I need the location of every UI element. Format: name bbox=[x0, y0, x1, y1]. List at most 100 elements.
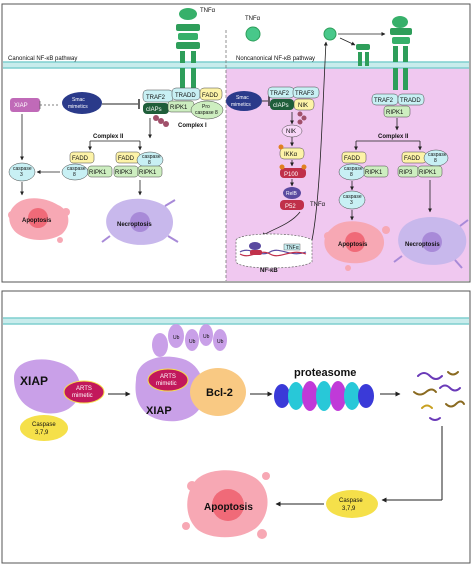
apoptosis-cell-right bbox=[324, 221, 390, 271]
svg-text:TRADD: TRADD bbox=[400, 98, 421, 104]
apoptosis-left-label: Apoptosis bbox=[22, 218, 52, 224]
svg-text:3: 3 bbox=[20, 172, 23, 178]
complex-ii-a-left: FADD caspase 8 RIPK1 bbox=[61, 151, 113, 181]
p100-right: P100 bbox=[279, 164, 307, 178]
complex-i-label: Complex I bbox=[178, 123, 207, 129]
nucleus-right: TNFα bbox=[235, 233, 313, 269]
tnfa-free-label-1: TNFα bbox=[245, 16, 261, 22]
svg-text:FADD: FADD bbox=[118, 156, 135, 162]
svg-text:TRAF2: TRAF2 bbox=[146, 95, 166, 101]
ubiquitin-chain-left bbox=[153, 115, 169, 127]
svg-text:8: 8 bbox=[434, 158, 437, 164]
xiap-blob bbox=[14, 359, 105, 414]
svg-text:P52: P52 bbox=[285, 204, 296, 210]
arts-mimetic-label-4: mimetic bbox=[156, 381, 177, 387]
caspase3-right: caspase 3 bbox=[338, 190, 366, 210]
smac-mimetics-left: Smac mimetics bbox=[62, 92, 102, 114]
canonical-title: Canonical NF-κB pathway bbox=[8, 56, 77, 62]
complex-ii-b-right: FADD caspase 8 RIP3 RIPK1 bbox=[397, 149, 449, 178]
svg-text:caspase 8: caspase 8 bbox=[195, 110, 218, 116]
caspase-label-1a: Caspase bbox=[32, 422, 56, 428]
bottom-panel: XIAP ARTS mimetic Caspase 3,7,9 Ub Ub Ub… bbox=[1, 290, 471, 564]
ub-label-2: Ub bbox=[189, 339, 196, 345]
svg-text:mimetics: mimetics bbox=[231, 102, 251, 108]
svg-text:RIPK1: RIPK1 bbox=[139, 170, 157, 176]
caspase-label-2a: Caspase bbox=[339, 498, 363, 504]
relb-right: RelB bbox=[283, 187, 301, 199]
svg-text:caspase: caspase bbox=[428, 152, 447, 158]
svg-text:Smac: Smac bbox=[72, 97, 85, 103]
ub-label-4: Ub bbox=[217, 339, 224, 345]
svg-text:mimetics: mimetics bbox=[68, 104, 88, 110]
svg-text:FADD: FADD bbox=[202, 93, 219, 99]
nik-right: NIK bbox=[281, 124, 303, 138]
nfkb-label: NF-κB bbox=[260, 268, 278, 274]
caspase-label-2b: 3,7,9 bbox=[342, 506, 356, 512]
tnfa-free-label-2: TNFα bbox=[310, 202, 326, 208]
svg-text:caspase: caspase bbox=[343, 194, 362, 200]
svg-text:RIPK3: RIPK3 bbox=[115, 170, 133, 176]
p52-right: P52 bbox=[280, 200, 304, 210]
svg-text:RIPK1: RIPK1 bbox=[419, 170, 437, 176]
apoptosis-right-label: Apoptosis bbox=[338, 242, 368, 248]
xiap-bcl2-complex bbox=[135, 324, 246, 422]
ikka-right: IKKα bbox=[278, 144, 305, 160]
svg-text:caspase: caspase bbox=[344, 166, 363, 172]
svg-text:cIAPs: cIAPs bbox=[273, 103, 289, 109]
svg-text:RIPK1: RIPK1 bbox=[170, 105, 188, 111]
bcl2-label: Bcl-2 bbox=[206, 387, 233, 399]
svg-text:caspase: caspase bbox=[13, 166, 32, 172]
top-panel: Canonical NF-κB pathway Noncanonical NF-… bbox=[1, 3, 471, 283]
svg-text:NIK: NIK bbox=[286, 129, 296, 135]
necroptosis-right-label: Necroptosis bbox=[405, 242, 440, 248]
tnfa-ligand-1 bbox=[245, 26, 261, 42]
ubiquitin-chain-right bbox=[297, 111, 307, 125]
tradd-left: TRADD bbox=[171, 87, 201, 101]
arts-mimetic-label-2: mimetic bbox=[72, 393, 93, 399]
svg-text:caspase: caspase bbox=[67, 166, 86, 172]
traf2-right: TRAF2 bbox=[267, 86, 295, 99]
ub-label-1: Ub bbox=[173, 335, 180, 341]
traf3-right: TRAF3 bbox=[292, 86, 320, 99]
svg-text:caspase: caspase bbox=[142, 154, 161, 160]
svg-text:TRADD: TRADD bbox=[175, 93, 196, 99]
proteasome bbox=[274, 381, 374, 411]
apoptosis-bottom-label: Apoptosis bbox=[204, 502, 253, 513]
svg-text:Pro: Pro bbox=[202, 104, 210, 110]
ciaps-right: cIAPs bbox=[270, 99, 294, 110]
svg-text:8: 8 bbox=[350, 172, 353, 178]
svg-text:Smac: Smac bbox=[236, 95, 249, 101]
svg-text:TNFα: TNFα bbox=[286, 245, 299, 251]
tnf-receptor-right bbox=[356, 16, 412, 90]
nik-small-right: NIK bbox=[293, 98, 315, 111]
ciaps-left: cIAPs bbox=[143, 103, 169, 114]
svg-text:3: 3 bbox=[350, 200, 353, 206]
xiap-left: XIAP bbox=[10, 98, 40, 112]
bottom-membrane-band bbox=[3, 318, 469, 324]
membrane-band bbox=[3, 62, 469, 68]
ubiquitin-cluster bbox=[152, 324, 227, 357]
tnfa-receptor-label: TNFα bbox=[200, 8, 216, 14]
svg-text:XIAP: XIAP bbox=[14, 103, 28, 109]
proteasome-label: proteasome bbox=[294, 367, 356, 379]
svg-text:TRAF2: TRAF2 bbox=[374, 98, 394, 104]
necroptosis-left-label: Necroptosis bbox=[117, 222, 152, 228]
apoptosis-cell-left bbox=[8, 198, 70, 243]
svg-text:NIK: NIK bbox=[298, 103, 308, 109]
svg-text:P100: P100 bbox=[284, 172, 299, 178]
pro-caspase8-left: Pro caspase 8 bbox=[190, 100, 224, 120]
traf2-left: TRAF2 bbox=[142, 89, 174, 103]
noncanonical-title: Noncanonical NF-κB pathway bbox=[236, 56, 315, 62]
complex-ii-right-label: Complex II bbox=[378, 134, 409, 140]
caspase3-left: caspase 3 bbox=[8, 162, 36, 182]
apoptosis-cell-bottom bbox=[182, 470, 270, 539]
caspase-ellipse-1 bbox=[20, 415, 68, 441]
smac-mimetics-right: Smac mimetics bbox=[226, 91, 262, 111]
svg-text:FADD: FADD bbox=[72, 156, 89, 162]
svg-text:RIPK1: RIPK1 bbox=[365, 170, 383, 176]
complex-ii-left-label: Complex II bbox=[93, 134, 124, 140]
caspase-ellipse-2 bbox=[326, 490, 378, 518]
svg-text:RIPK1: RIPK1 bbox=[89, 170, 107, 176]
necroptosis-cell-right bbox=[393, 217, 469, 269]
